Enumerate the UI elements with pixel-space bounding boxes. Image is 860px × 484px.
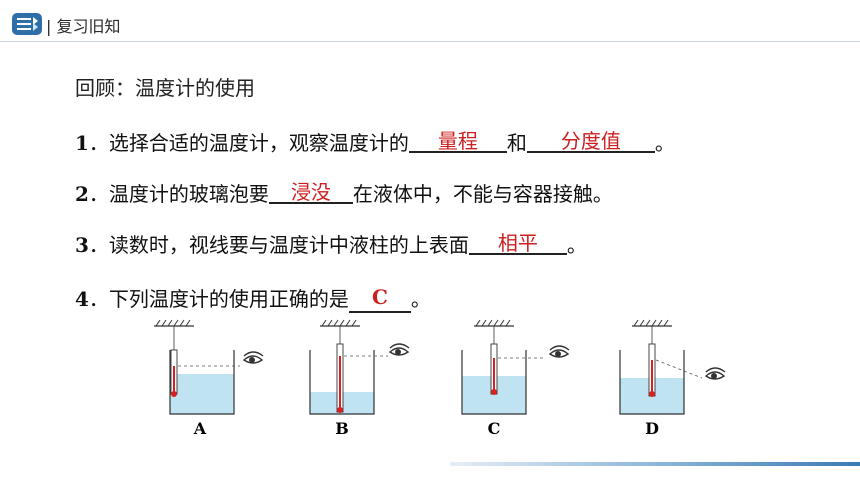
question-text: ．选择合适的温度计，观察温度计的	[88, 131, 409, 155]
question-text: 。	[410, 287, 431, 311]
answer-text: 分度值	[560, 129, 621, 153]
setup-c: C	[461, 319, 570, 438]
footer-accent-bar	[450, 462, 860, 466]
answer-blank: C	[348, 285, 411, 313]
option-label: C	[488, 419, 501, 438]
question-text: ．温度计的玻璃泡要	[88, 182, 269, 206]
answer-text: 相平	[497, 231, 538, 255]
question-text: 。	[566, 233, 587, 257]
setup-a: A	[153, 319, 264, 438]
question-3: 3．读数时，视线要与温度计中液柱的上表面 相平 。	[75, 229, 587, 258]
section-title: | 复习旧知	[46, 17, 121, 36]
question-text: 和	[506, 131, 527, 155]
question-text: ．读数时，视线要与温度计中液柱的上表面	[88, 233, 469, 257]
setup-d: D	[619, 319, 726, 438]
setup-b: B	[309, 319, 410, 438]
thermometer-figure: A B C D	[153, 319, 726, 438]
question-text: 。	[654, 131, 675, 155]
question-text: 在液体中，不能与容器接触。	[352, 182, 613, 206]
question-number: 4	[75, 287, 89, 311]
answer-blank: 量程	[408, 127, 507, 153]
option-label: A	[193, 419, 207, 438]
option-label: D	[645, 419, 659, 438]
option-label: B	[335, 419, 349, 438]
question-2: 2．温度计的玻璃泡要浸没在液体中，不能与容器接触。	[75, 178, 613, 207]
question-number: 2	[75, 182, 89, 206]
book-icon	[12, 13, 42, 35]
question-number: 1	[75, 131, 89, 155]
answer-blank: 相平	[468, 229, 567, 255]
answer-blank: 浸没	[268, 178, 353, 204]
answer-text: 浸没	[290, 180, 331, 204]
question-text: ．下列温度计的使用正确的是	[88, 287, 349, 311]
answer-text: C	[371, 285, 388, 309]
answer-blank: 分度值	[526, 127, 655, 153]
question-number: 3	[75, 233, 89, 257]
header-divider	[0, 41, 860, 42]
review-heading: 回顾：温度计的使用	[75, 76, 255, 100]
header-bar: | 复习旧知	[0, 0, 860, 44]
answer-text: 量程	[437, 129, 478, 153]
question-4: 4．下列温度计的使用正确的是 C 。	[75, 283, 431, 313]
question-1: 1．选择合适的温度计，观察温度计的 量程 和 分度值 。	[75, 127, 675, 156]
